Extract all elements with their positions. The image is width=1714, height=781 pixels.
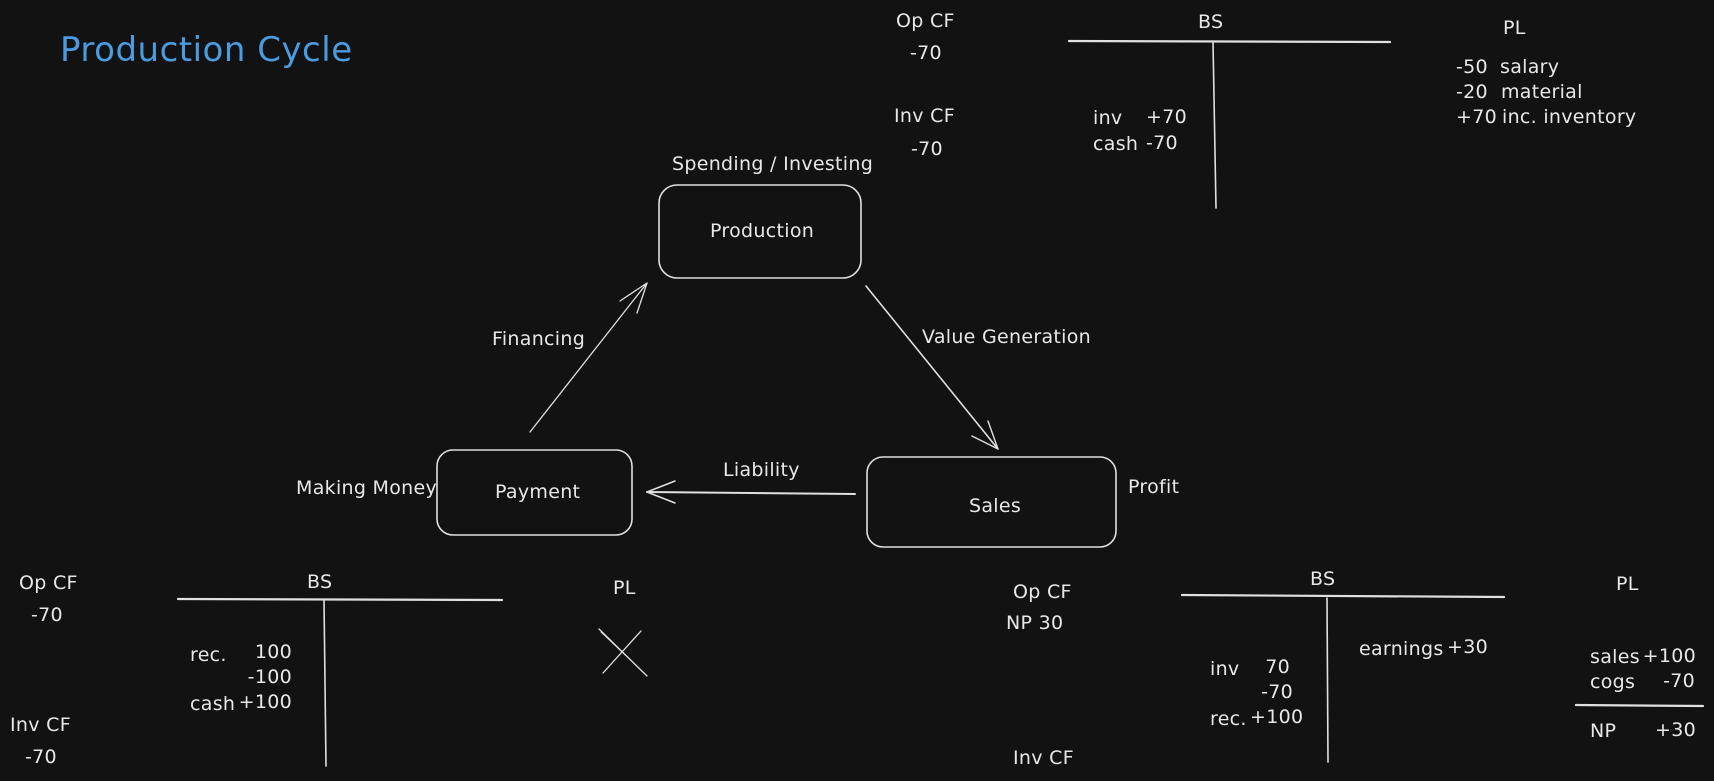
pl-total-underline bbox=[1574, 703, 1705, 708]
bs-item: rec. bbox=[1210, 708, 1247, 730]
pl-value: +100 bbox=[1642, 645, 1696, 667]
pl-cross-out-icon bbox=[598, 628, 648, 677]
bs-item: rec. bbox=[190, 644, 227, 666]
bs-item: earnings bbox=[1359, 638, 1444, 660]
bs-value: -70 bbox=[1261, 681, 1293, 703]
op-cf-label: Op CF bbox=[896, 10, 955, 32]
bs-value: +30 bbox=[1447, 636, 1488, 658]
liability-arrow[interactable] bbox=[646, 480, 856, 504]
payment-bs-t-account bbox=[176, 597, 504, 767]
sales-box[interactable] bbox=[866, 456, 1117, 548]
financing-label: Financing bbox=[492, 328, 586, 350]
bs-value: +70 bbox=[1146, 106, 1187, 128]
sales-bs-t-account bbox=[1180, 593, 1506, 763]
financing-arrow[interactable] bbox=[529, 282, 648, 433]
pl-value: -20 bbox=[1456, 81, 1488, 103]
pl-item: sales bbox=[1590, 646, 1640, 668]
bs-label: BS bbox=[1310, 568, 1336, 590]
sales-annotation: Profit bbox=[1128, 476, 1180, 498]
bs-label: BS bbox=[1198, 11, 1224, 33]
pl-item: material bbox=[1501, 81, 1583, 103]
inv-cf-value: -70 bbox=[911, 138, 943, 160]
pl-total-item: NP bbox=[1590, 720, 1617, 742]
bs-value: -70 bbox=[1146, 132, 1178, 154]
pl-item: cogs bbox=[1590, 671, 1636, 693]
payment-label: Payment bbox=[495, 481, 581, 503]
pl-label: PL bbox=[1503, 17, 1526, 39]
bs-item: cash bbox=[1093, 133, 1139, 155]
inv-cf-label: Inv CF bbox=[1013, 747, 1074, 769]
production-box[interactable] bbox=[658, 184, 862, 279]
inv-cf-value: -70 bbox=[25, 746, 57, 768]
payment-annotation: Making Money bbox=[296, 477, 438, 499]
inv-cf-label: Inv CF bbox=[894, 105, 955, 127]
value-generation-label: Value Generation bbox=[922, 326, 1092, 348]
bs-value: 70 bbox=[1265, 656, 1290, 678]
production-annotation: Spending / Investing bbox=[672, 153, 874, 175]
payment-box[interactable] bbox=[436, 449, 633, 536]
bs-value: -100 bbox=[247, 666, 292, 688]
bs-item: cash bbox=[190, 693, 236, 715]
pl-item: inc. inventory bbox=[1502, 106, 1637, 128]
pl-label: PL bbox=[1616, 573, 1639, 595]
bs-label: BS bbox=[307, 571, 333, 593]
production-bs-t-account bbox=[1067, 39, 1392, 209]
page-title: Production Cycle bbox=[60, 30, 353, 70]
liability-label: Liability bbox=[723, 459, 800, 481]
op-cf-value: NP 30 bbox=[1006, 612, 1064, 634]
pl-total-value: +30 bbox=[1655, 719, 1696, 741]
bs-value: +100 bbox=[238, 691, 292, 713]
bs-item: inv bbox=[1093, 107, 1123, 129]
op-cf-value: -70 bbox=[31, 604, 63, 626]
pl-label: PL bbox=[613, 577, 636, 599]
sales-label: Sales bbox=[969, 495, 1022, 517]
pl-item: salary bbox=[1500, 56, 1560, 78]
bs-item: inv bbox=[1210, 658, 1240, 680]
production-label: Production bbox=[710, 220, 815, 242]
pl-value: -70 bbox=[1663, 670, 1695, 692]
op-cf-value: -70 bbox=[910, 42, 942, 64]
pl-value: +70 bbox=[1456, 106, 1497, 128]
bs-value: 100 bbox=[254, 641, 292, 663]
inv-cf-label: Inv CF bbox=[10, 714, 71, 736]
bs-value: +100 bbox=[1250, 706, 1304, 728]
op-cf-label: Op CF bbox=[1013, 581, 1072, 603]
pl-value: -50 bbox=[1456, 56, 1488, 78]
op-cf-label: Op CF bbox=[19, 572, 78, 594]
value-generation-arrow[interactable] bbox=[865, 285, 999, 450]
